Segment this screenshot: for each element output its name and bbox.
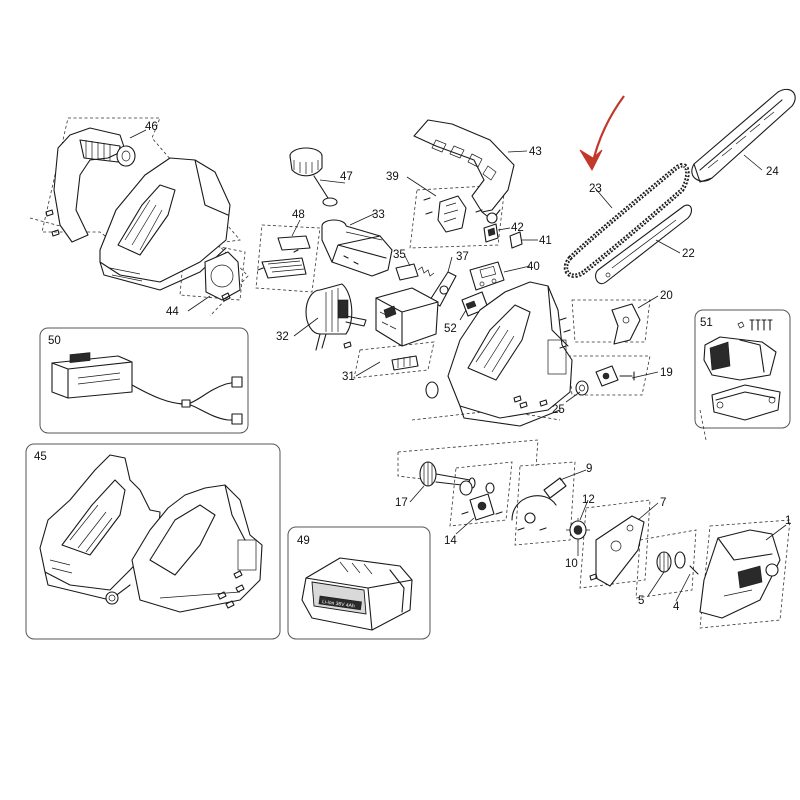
part-40-display (469, 261, 505, 291)
label-22: 22 (682, 248, 695, 260)
part-32-motor (305, 283, 367, 351)
label-7: 7 (660, 497, 666, 509)
charger-cable (131, 376, 243, 425)
main-housing (425, 281, 573, 427)
label-50: 50 (48, 335, 61, 347)
label-37: 37 (456, 251, 469, 263)
label-35: 35 (393, 249, 406, 261)
label-32: 32 (276, 331, 289, 343)
housing-right-half (131, 484, 263, 613)
label-46: 46 (145, 121, 158, 133)
label-1: 1 (785, 515, 791, 527)
label-20: 20 (660, 290, 673, 302)
part-48-cover-plate (257, 235, 311, 279)
label-23: 23 (589, 183, 602, 195)
label-9: 9 (586, 463, 592, 475)
part-7-side-plate (589, 515, 645, 587)
label-39: 39 (386, 171, 399, 183)
part-35-trigger-spring (395, 263, 435, 281)
label-12: 12 (582, 494, 595, 506)
label-40: 40 (527, 261, 540, 273)
label-47: 47 (340, 171, 353, 183)
part-5-tension-wheel (656, 551, 686, 573)
part-1-side-cover (699, 529, 781, 619)
part-19-tensioner (595, 365, 635, 387)
part-43-hand-guard (413, 119, 515, 224)
part-9-clutch (511, 477, 567, 531)
part-41-clip (509, 231, 523, 249)
label-10: 10 (565, 558, 578, 570)
part-47-oil-cap (289, 147, 338, 207)
cover-screws (737, 319, 773, 331)
part-25-washer (575, 380, 589, 396)
label-45: 45 (34, 451, 47, 463)
box-cover[interactable]: 51 (694, 309, 791, 429)
label-17: 17 (395, 497, 408, 509)
part-number-labels: 46 47 48 33 39 43 23 24 22 42 41 40 35 3… (145, 121, 791, 613)
cover-upper (703, 336, 777, 381)
part-22-guide-bar (595, 204, 693, 285)
label-52: 52 (444, 323, 457, 335)
part-14-gear-housing (459, 480, 503, 521)
part-31-circuit-board (375, 287, 439, 371)
part-24-bar-cover (691, 88, 796, 183)
part-20-bracket (611, 303, 641, 345)
part-37-switch-lever (429, 271, 457, 307)
leader-lines (129, 129, 787, 602)
label-4: 4 (673, 601, 680, 613)
label-24: 24 (766, 166, 779, 178)
label-44: 44 (166, 306, 179, 318)
label-5: 5 (638, 595, 644, 607)
label-49: 49 (297, 535, 310, 547)
part-33-oil-tank (321, 219, 393, 277)
box-battery[interactable]: 49 Li-ion 36V 4Ah (287, 526, 431, 640)
label-33: 33 (372, 209, 385, 221)
label-31: 31 (342, 371, 355, 383)
part-23-saw-chain[interactable] (563, 163, 690, 278)
label-51: 51 (700, 317, 713, 329)
label-14: 14 (444, 535, 457, 547)
charger-unit (51, 352, 133, 399)
box-charger[interactable]: 50 (39, 327, 249, 434)
part-44-gasket (204, 251, 241, 302)
part-42-lever-clip (483, 223, 499, 243)
housing-left-half (39, 454, 161, 601)
part-46-rear-handle (45, 127, 231, 291)
part-12-sprocket (566, 518, 590, 542)
label-43: 43 (529, 146, 542, 158)
battery-pack: Li-ion 36V 4Ah (301, 557, 413, 631)
cover-lower (711, 384, 781, 421)
highlight-arrow-icon (579, 95, 625, 172)
part-4-screw (689, 565, 699, 575)
battery-label: Li-ion 36V 4Ah (322, 599, 356, 610)
label-25: 25 (552, 404, 565, 416)
label-42: 42 (511, 222, 524, 234)
part-39-brake-mechanism (423, 195, 483, 233)
housing-screws (105, 570, 245, 609)
label-48: 48 (292, 209, 305, 221)
label-19: 19 (660, 367, 673, 379)
box-housing-assembly[interactable]: 45 (25, 443, 281, 640)
label-41: 41 (539, 235, 552, 247)
